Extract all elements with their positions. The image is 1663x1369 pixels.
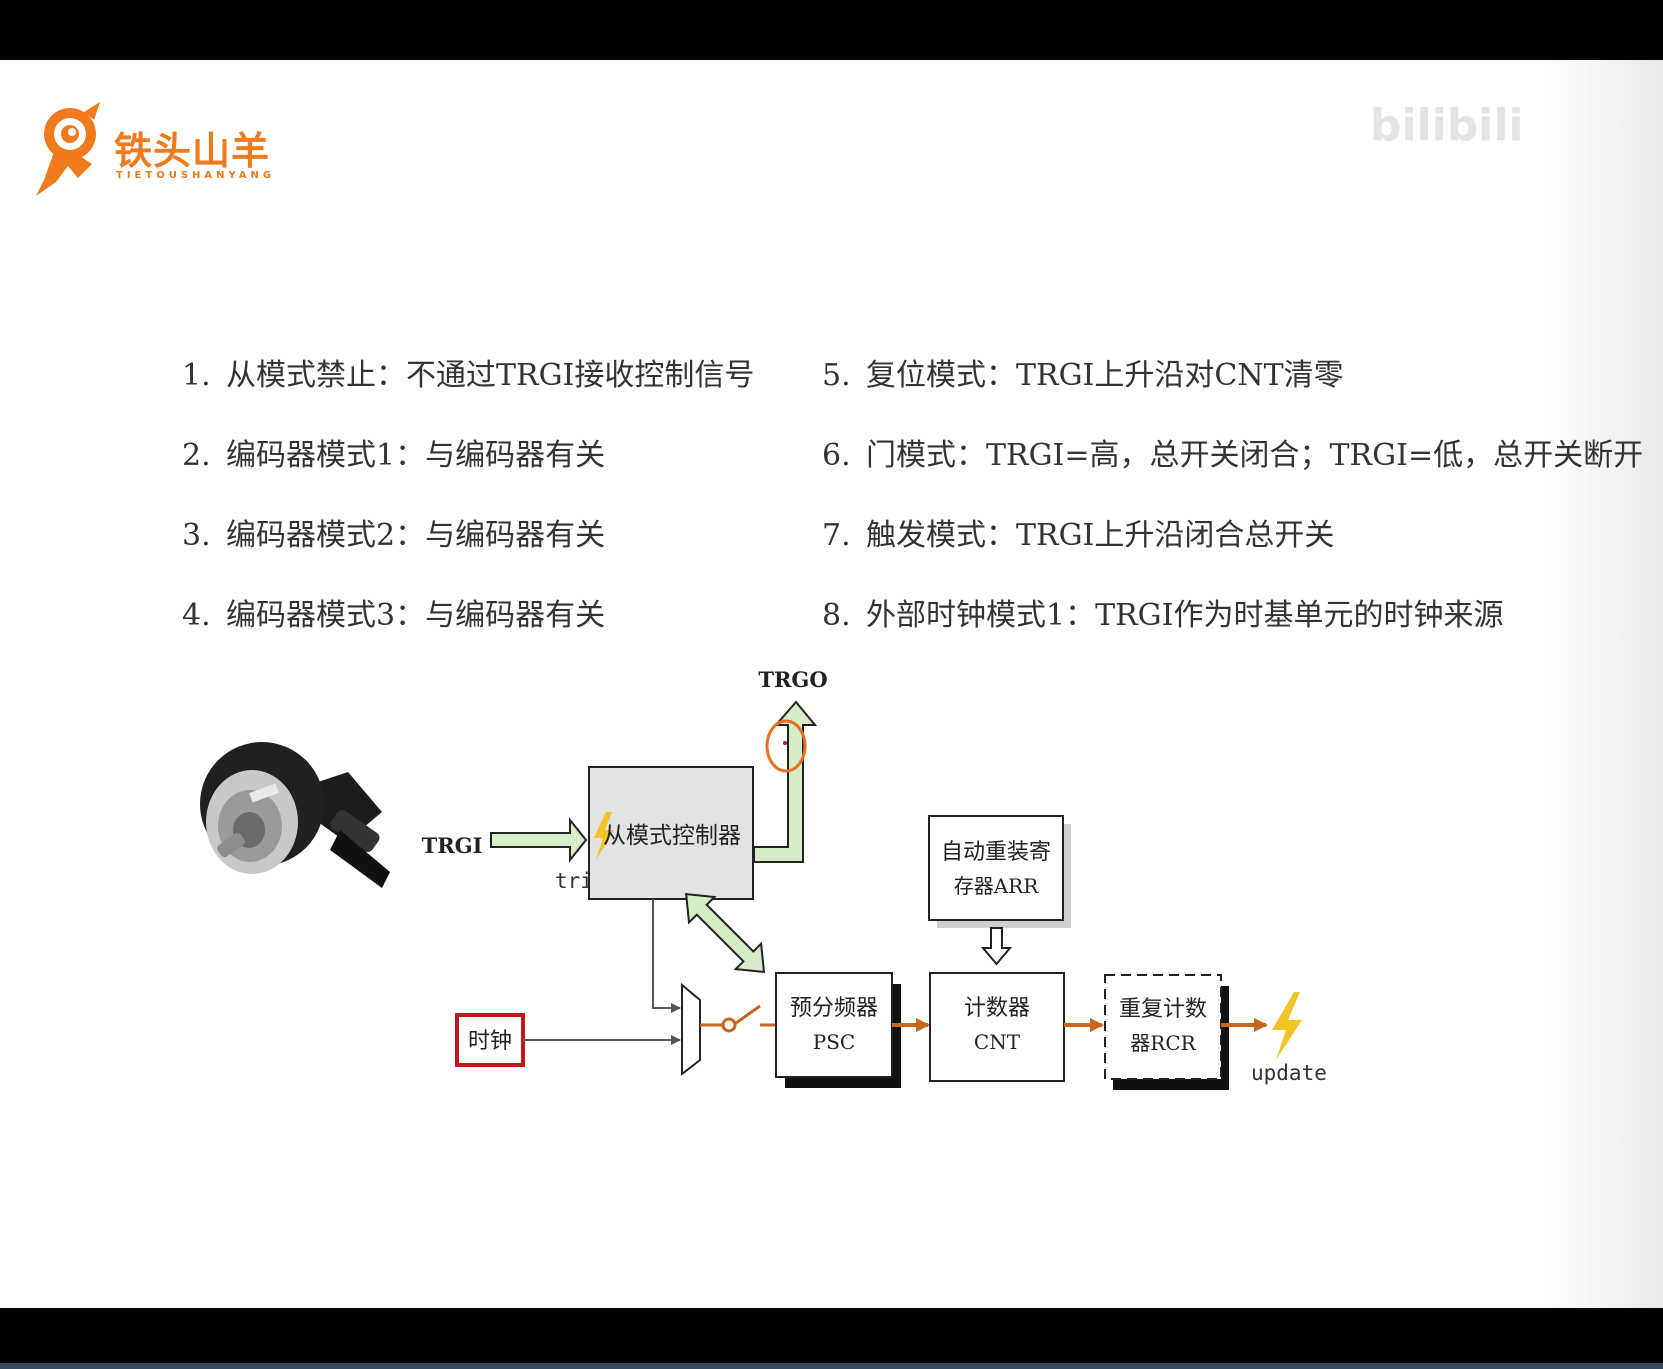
psc-block bbox=[775, 972, 893, 1078]
logo-name-cn: 铁头山羊 bbox=[114, 129, 271, 173]
mode-number: 2. bbox=[182, 438, 211, 473]
trgo-label: TRGO bbox=[758, 667, 827, 692]
encoder-image bbox=[200, 742, 390, 888]
rcr-block bbox=[1104, 974, 1222, 1080]
mode-text: 复位模式：TRGI上升沿对CNT清零 bbox=[866, 358, 1344, 393]
trgo-arrow bbox=[753, 700, 818, 863]
update-label: update bbox=[1251, 1061, 1327, 1085]
cnt-label-line2: CNT bbox=[974, 1030, 1021, 1054]
mode-number: 8. bbox=[822, 598, 851, 633]
slave-mode-controller-label: 从模式控制器 bbox=[603, 823, 741, 849]
bilibili-watermark: bilibili bbox=[1370, 100, 1524, 151]
psc-label-line2: PSC bbox=[813, 1030, 855, 1054]
cursor-highlight-circle bbox=[765, 719, 807, 773]
mode-number: 7. bbox=[822, 518, 851, 553]
mode-text: 编码器模式1：与编码器有关 bbox=[226, 438, 606, 473]
mode-text: 从模式禁止：不通过TRGI接收控制信号 bbox=[226, 358, 755, 393]
slave-mode-controller-block bbox=[588, 766, 754, 900]
mode-text: 编码器模式2：与编码器有关 bbox=[226, 518, 606, 553]
arr-label-line1: 自动重装寄 bbox=[941, 840, 1051, 865]
update-lightning-icon bbox=[1272, 992, 1302, 1060]
mode-number: 3. bbox=[182, 518, 211, 553]
cnt-label-line1: 计数器 bbox=[964, 996, 1030, 1021]
rcr-label-line2: 器RCR bbox=[1130, 1031, 1196, 1055]
psc-label-line1: 预分频器 bbox=[790, 996, 878, 1021]
logo: 铁头山羊 TIETOUSHANYANG bbox=[34, 100, 274, 200]
lightning-icon bbox=[594, 812, 614, 860]
trgi-arrow bbox=[490, 817, 588, 863]
logo-name-en: TIETOUSHANYANG bbox=[116, 170, 276, 181]
mode-list-right: 5. 复位模式：TRGI上升沿对CNT清零 6. 门模式：TRGI=高，总开关闭合；… bbox=[822, 336, 1643, 656]
timer-block-diagram: TRGO TRGI trigger 从模式控制器 时钟 预分频器 PSC bbox=[200, 667, 1327, 1090]
mode-item: 6. 门模式：TRGI=高，总开关闭合；TRGI=低，总开关断开 bbox=[822, 416, 1643, 496]
mode-text: 门模式：TRGI=高，总开关闭合；TRGI=低，总开关断开 bbox=[866, 438, 1644, 473]
goat-logo-icon bbox=[36, 102, 100, 196]
mode-text: 编码器模式3：与编码器有关 bbox=[226, 598, 606, 633]
cnt-block bbox=[929, 972, 1065, 1082]
mode-number: 5. bbox=[822, 358, 851, 393]
slide: 铁头山羊 TIETOUSHANYANG bilibili 1. 从模式禁止：不通过… bbox=[0, 60, 1663, 1308]
mode-list-left: 1. 从模式禁止：不通过TRGI接收控制信号 2. 编码器模式1：与编码器有关 3.… bbox=[182, 336, 754, 656]
mode-number: 6. bbox=[822, 438, 851, 473]
mode-item: 5. 复位模式：TRGI上升沿对CNT清零 bbox=[822, 336, 1643, 416]
bottom-progress-strip bbox=[0, 1363, 1663, 1369]
mode-item: 1. 从模式禁止：不通过TRGI接收控制信号 bbox=[182, 336, 754, 416]
main-switch bbox=[700, 1004, 761, 1027]
controller-to-mux-line bbox=[652, 899, 681, 1013]
rcr-label-line1: 重复计数 bbox=[1119, 997, 1207, 1022]
mode-number: 1. bbox=[182, 358, 211, 393]
arr-to-cnt-arrow bbox=[980, 927, 1013, 966]
mode-text: 触发模式：TRGI上升沿闭合总开关 bbox=[866, 518, 1335, 553]
switch-pivot bbox=[721, 1017, 737, 1033]
mode-item: 4. 编码器模式3：与编码器有关 bbox=[182, 576, 754, 656]
cursor-dot bbox=[783, 741, 787, 745]
mode-item: 8. 外部时钟模式1：TRGI作为时基单元的时钟来源 bbox=[822, 576, 1643, 656]
mode-item: 2. 编码器模式1：与编码器有关 bbox=[182, 416, 754, 496]
mux bbox=[681, 982, 701, 1077]
mode-text: 外部时钟模式1：TRGI作为时基单元的时钟来源 bbox=[866, 598, 1504, 633]
mode-item: 7. 触发模式：TRGI上升沿闭合总开关 bbox=[822, 496, 1643, 576]
arr-label-line2: 存器ARR bbox=[954, 874, 1040, 898]
control-double-arrow bbox=[685, 893, 766, 974]
arr-block bbox=[928, 815, 1064, 921]
mode-number: 4. bbox=[182, 598, 211, 633]
mode-item: 3. 编码器模式2：与编码器有关 bbox=[182, 496, 754, 576]
trgi-label: TRGI bbox=[422, 833, 483, 858]
clock-label: 时钟 bbox=[468, 1029, 512, 1054]
